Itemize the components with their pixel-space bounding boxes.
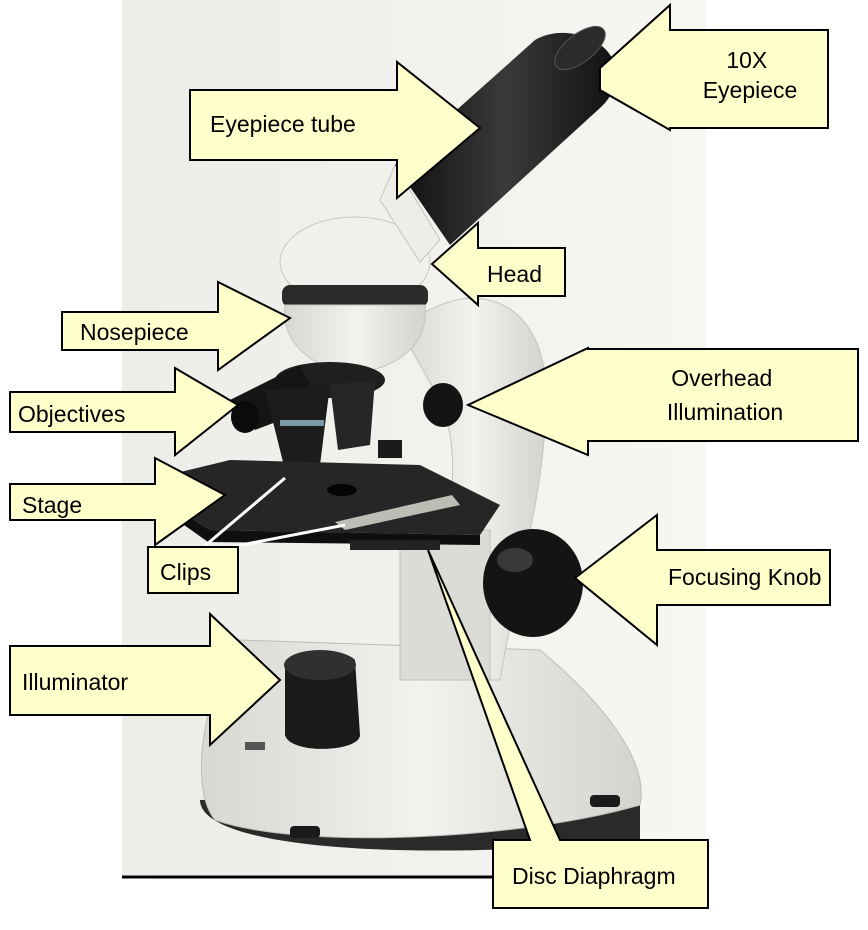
- head-label: Head: [487, 261, 542, 287]
- stage-label: Stage: [22, 492, 82, 518]
- nosepiece-label: Nosepiece: [80, 319, 189, 345]
- focusing-knob-shape: [483, 529, 583, 637]
- eyepiece-10x-label-line1: 10X: [726, 47, 767, 73]
- stage-aperture: [327, 484, 357, 496]
- base-label-plate: [245, 742, 265, 750]
- objective-center-band: [280, 420, 324, 426]
- base-foot-right: [590, 795, 620, 807]
- clips-label: Clips: [160, 559, 211, 585]
- microscope-head-band: [282, 285, 428, 307]
- disc-diaphragm-label: Disc Diaphragm: [512, 863, 676, 889]
- overhead-illumination-label-line2: Illumination: [667, 399, 783, 425]
- objective-right: [330, 380, 375, 450]
- objectives-label: Objectives: [18, 401, 125, 427]
- eyepiece-10x-label-line2: Eyepiece: [703, 77, 798, 103]
- focusing-knob-label: Focusing Knob: [668, 564, 821, 590]
- focusing-knob-highlight: [497, 548, 533, 572]
- stage-clip-left: [378, 440, 402, 458]
- base-foot-left: [290, 826, 320, 838]
- overhead-lamp-body: [423, 383, 463, 427]
- illuminator-top: [284, 650, 356, 680]
- illuminator-label: Illuminator: [22, 669, 128, 695]
- eyepiece-tube-label: Eyepiece tube: [210, 111, 356, 137]
- diaphragm-disc: [350, 540, 440, 550]
- overhead-illumination-label-line1: Overhead: [671, 365, 772, 391]
